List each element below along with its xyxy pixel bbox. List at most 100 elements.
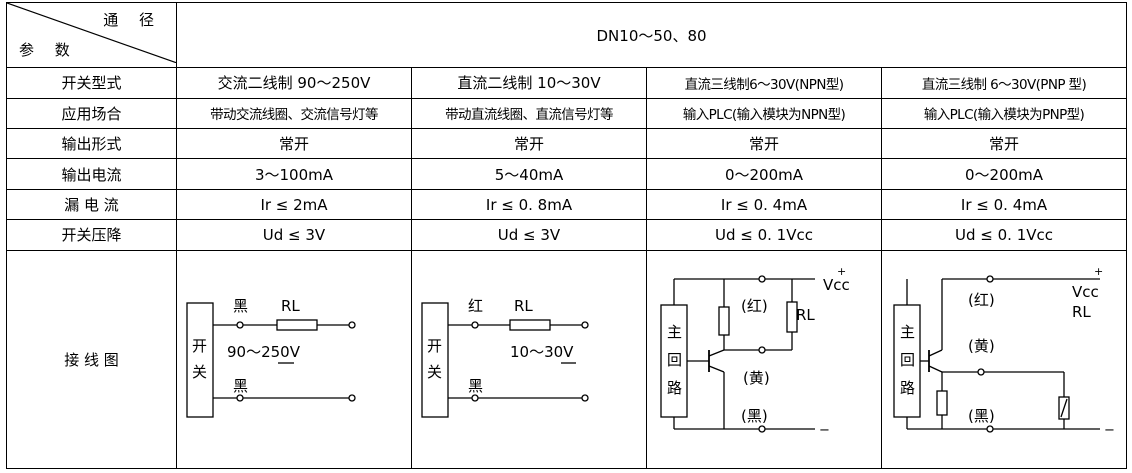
table-row: 输出形式 常开 常开 常开 常开 [6,127,1128,160]
wiring-diagram-1: 开 关 黑 RL 90～250V 黑 [186,297,356,418]
header-row: 通 径 参 数 DN10～50、80 [6,1,1128,69]
terminal [348,321,356,329]
load-resistor [509,319,551,331]
row-label: 输出形式 [6,127,177,160]
minus-sign: − [1104,423,1115,438]
load-label: RL [796,306,815,324]
row-label: 输出电流 [6,158,177,190]
plus-sign: + [1094,265,1103,278]
main-circuit-label: 路 [900,379,915,397]
main-circuit-label: 主 [667,323,682,341]
wiring-row: 接 线 图 开 [6,249,1128,470]
load-label: RL [514,297,533,315]
wiring-diagram-ac-two-wire: 开 关 黑 RL 90～250V 黑 [176,249,412,470]
wire-color-label: (黑) [968,407,995,425]
table-cell: 输入PLC(输入模块为PNP型) [880,97,1128,129]
voltage-label: 90～250V [227,343,301,361]
header-diameter-value: DN10～50、80 [175,1,1128,69]
table-row: 开关压降 Ud ≤ 3V Ud ≤ 3V Ud ≤ 0. 1Vcc Ud ≤ 0… [6,219,1128,251]
terminal [236,394,244,402]
plus-sign: + [837,265,846,278]
row-label: 开关压降 [6,219,177,251]
terminal [758,275,766,283]
wiring-diagram-3: 主 回 路 (红) (黄) (黑) Vcc RL + − [660,265,850,438]
switch-box [186,302,214,418]
terminal [758,425,766,433]
load-resistor [276,319,318,331]
wire-color-label: 黑 [468,377,483,395]
transistor-collector [708,349,725,357]
table-row: 应用场合 带动交流线圈、交流信号灯等 带动直流线圈、直流信号灯等 输入PLC(输… [6,97,1128,129]
transistor-emitter [928,365,943,373]
switch-label-1: 开 [192,337,207,355]
terminal [236,321,244,329]
header-param-label: 参 数 [19,41,78,60]
row-label: 应用场合 [6,97,177,129]
row-label: 接 线 图 [6,249,177,470]
wire-color-label: 黑 [233,377,248,395]
table-cell: 3～100mA [176,158,412,190]
header-diameter-label: 通 径 [103,11,162,29]
table-cell: Ud ≤ 0. 1Vcc [646,219,882,251]
voltage-label: 10～30V [510,343,574,361]
switch-label-2: 关 [427,363,442,381]
row-label: 漏 电 流 [6,188,177,221]
minus-sign: − [819,423,830,438]
vcc-label: Vcc [823,276,850,294]
header-corner-cell: 通 径 参 数 [6,1,177,69]
wire-color-label: (黄) [968,337,995,355]
table-cell: Ir ≤ 0. 4mA [646,188,882,221]
switch-label-1: 开 [427,337,442,355]
wiring-diagram-npn: 主 回 路 (红) (黄) (黑) Vcc RL + − [646,249,882,470]
table-row: 开关型式 交流二线制 90～250V 直流二线制 10～30V 直流三线制6～3… [6,67,1128,99]
table-cell: 直流二线制 10～30V [411,67,647,99]
main-circuit-label: 回 [900,351,915,369]
main-circuit-label: 路 [667,379,682,397]
table-cell: 常开 [880,127,1128,160]
main-circuit-label: 主 [900,323,915,341]
terminal [758,346,766,354]
table-cell: 5～40mA [411,158,647,190]
table-cell: 输入PLC(输入模块为NPN型) [646,97,882,129]
pulldown-resistor [936,390,948,416]
table-cell: Ud ≤ 3V [176,219,412,251]
transistor-emitter [708,365,725,373]
switch-box [421,302,449,418]
table-cell: 直流三线制6～30V(NPN型) [646,67,882,99]
load-label: RL [281,297,300,315]
wiring-diagram-4: 主 回 路 (红) (黄) (黑) Vcc RL + − [893,265,1115,438]
terminal [581,394,589,402]
wire-color-label: (黄) [743,369,770,387]
spec-table: 通 径 参 数 DN10～50、80 开关型式 交流二线制 90～250V 直流… [6,1,1128,470]
table-cell: 带动交流线圈、交流信号灯等 [176,97,412,129]
terminal [986,275,994,283]
terminal [581,321,589,329]
terminal [977,368,985,376]
table-cell: 常开 [646,127,882,160]
switch-label-2: 关 [192,363,207,381]
table-cell: 0～200mA [646,158,882,190]
transistor-collector [928,349,943,357]
table-cell: 0～200mA [880,158,1128,190]
wiring-diagram-dc-two-wire: 开 关 红 RL 10～30V 黑 [411,249,647,470]
table-cell: 带动直流线圈、直流信号灯等 [411,97,647,129]
load-resistor-mark [1060,399,1068,418]
wiring-diagram-pnp: 主 回 路 (红) (黄) (黑) Vcc RL + − [880,249,1128,470]
table-cell: 常开 [176,127,412,160]
terminal [986,425,994,433]
wire-color-label: 黑 [233,297,248,315]
wiring-diagram-2: 开 关 红 RL 10～30V 黑 [421,297,589,418]
table-cell: 常开 [411,127,647,160]
table-row: 漏 电 流 Ir ≤ 2mA Ir ≤ 0. 8mA Ir ≤ 0. 4mA I… [6,188,1128,221]
main-circuit-label: 回 [667,351,682,369]
wire-color-label: (红) [968,291,995,309]
vcc-label: Vcc [1072,283,1099,301]
load-label: RL [1072,303,1091,321]
table-cell: Ir ≤ 0. 4mA [880,188,1128,221]
wire-color-label: 红 [468,297,483,315]
pullup-resistor [718,306,730,336]
table-cell: 交流二线制 90～250V [176,67,412,99]
terminal [348,394,356,402]
terminal [471,394,479,402]
row-label: 开关型式 [6,67,177,99]
